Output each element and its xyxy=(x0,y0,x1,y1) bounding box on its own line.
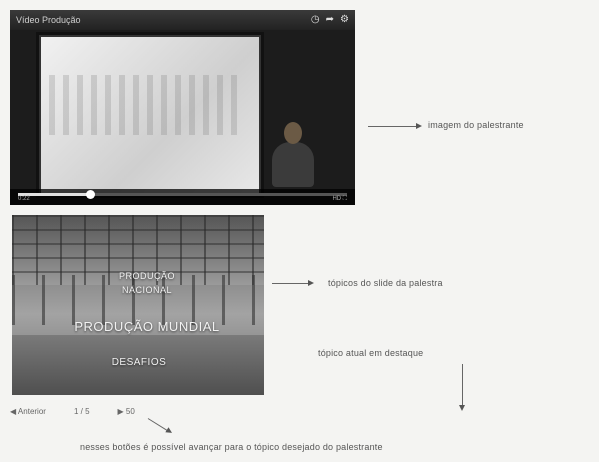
player-icons: ◷ ➦ ⚙ xyxy=(311,10,349,30)
next-button[interactable]: ▶ 50 xyxy=(117,406,135,416)
player-controls: 0:22 HD ⛶ xyxy=(10,189,355,205)
topic-nacional[interactable]: PRODUÇÃO NACIONAL xyxy=(118,271,175,295)
time-elapsed: 0:22 xyxy=(18,196,30,202)
arrow-to-slide xyxy=(272,280,314,286)
video-title: Vídeo Produção xyxy=(16,15,81,25)
annotation-bottom-note: nesses botões é possível avançar para o … xyxy=(80,442,383,452)
slide-roof-image xyxy=(12,215,264,285)
previous-button[interactable]: ◀ Anterior xyxy=(10,406,46,416)
arrow-down xyxy=(459,364,465,411)
fullscreen-controls[interactable]: HD ⛶ xyxy=(332,196,347,202)
page-indicator: 1 / 5 xyxy=(73,406,90,416)
arrow-to-player xyxy=(368,123,422,129)
share-icon[interactable]: ➦ xyxy=(325,14,335,25)
progress-handle[interactable] xyxy=(86,190,96,199)
slide-panel: PRODUÇÃO NACIONAL PRODUÇÃO MUNDIAL DESAF… xyxy=(12,215,264,395)
clock-icon[interactable]: ◷ xyxy=(310,14,320,25)
progress-bar[interactable] xyxy=(18,190,347,199)
slide-controls: ◀ Anterior 1 / 5 ▶ 50 xyxy=(10,404,270,418)
annotation-slide-topics: tópicos do slide da palestra xyxy=(328,278,443,288)
topic-desafios[interactable]: DESAFIOS xyxy=(111,357,167,368)
settings-icon[interactable]: ⚙ xyxy=(340,14,349,25)
player-titlebar: Vídeo Produção ◷ ➦ ⚙ xyxy=(10,10,355,30)
topic-mundial[interactable]: PRODUÇÃO MUNDIAL xyxy=(74,319,220,334)
speaker-figure xyxy=(272,122,314,187)
progress-fill xyxy=(18,193,91,196)
annotation-speaker-image: imagem do palestrante xyxy=(428,120,524,130)
video-player[interactable]: Vídeo Produção ◷ ➦ ⚙ 0:22 HD ⛶ xyxy=(10,10,355,205)
arrow-to-buttons xyxy=(147,418,169,432)
annotation-current-topic: tópico atual em destaque xyxy=(318,348,424,358)
projection-screen xyxy=(36,32,264,198)
